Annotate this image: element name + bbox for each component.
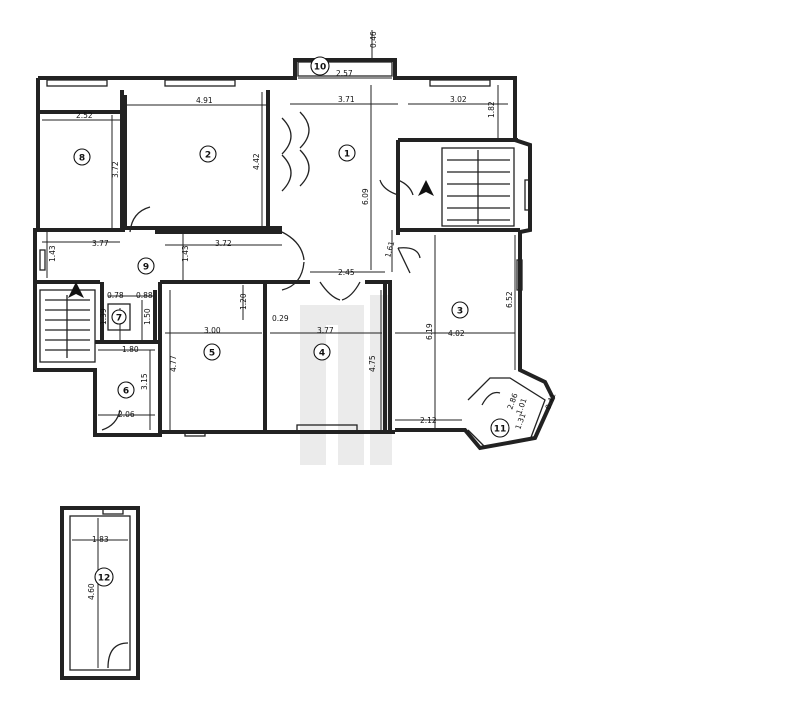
svg-text:11: 11 (494, 425, 507, 435)
watermark-logo (300, 295, 392, 465)
dim-label: 1.39 (99, 308, 108, 325)
dim-label: 1.43 (48, 245, 57, 262)
dim-label: 4.91 (196, 96, 213, 105)
room-5-label: 5 (203, 343, 221, 361)
north-arrow-icon (68, 180, 434, 298)
svg-text:8: 8 (79, 154, 85, 164)
dim-label: 4.77 (169, 355, 178, 372)
room-6-label: 6 (117, 381, 135, 399)
dim-label: 2.52 (76, 111, 93, 120)
room-7-label: 7 (111, 309, 127, 325)
dim-label: 0.88 (136, 291, 153, 300)
dim-label: 4.42 (252, 153, 261, 170)
room-4-label: 4 (313, 343, 331, 361)
door-swing-icon (101, 111, 501, 669)
svg-text:7: 7 (116, 314, 122, 324)
dim-label: 6.19 (425, 323, 434, 340)
dim-label: 3.15 (140, 373, 149, 390)
svg-text:12: 12 (98, 574, 111, 584)
room-3-label: 3 (451, 301, 469, 319)
room-12-label: 12 (94, 567, 114, 587)
dim-label: 1.43 (181, 245, 190, 262)
dim-label: 3.77 (92, 239, 109, 248)
dim-label: 3.77 (317, 326, 334, 335)
dim-label: 3.72 (215, 239, 232, 248)
svg-text:3: 3 (457, 307, 463, 317)
room-11-label: 11 (490, 418, 510, 438)
room-8-label: 8 (73, 148, 91, 166)
dim-label: 3.02 (450, 95, 467, 104)
dim-label: 0.78 (107, 291, 124, 300)
svg-text:4: 4 (319, 349, 325, 359)
dim-label: 0.29 (272, 314, 289, 323)
dim-label: 3.72 (111, 161, 120, 178)
dim-label: 6.52 (505, 291, 514, 308)
outer-walls (33, 58, 556, 451)
room-10-label: 10 (310, 56, 330, 76)
dim-label: 1.82 (487, 101, 496, 118)
dim-label: 1.61 (383, 240, 396, 259)
dim-label: 1.31 (513, 412, 527, 431)
room-9-label: 9 (137, 257, 155, 275)
dim-label: 0.41 (543, 392, 557, 411)
svg-text:9: 9 (143, 263, 149, 273)
room-labels: 1 2 3 4 5 6 7 8 9 10 11 12 (73, 56, 510, 587)
stair-icon (39, 147, 515, 363)
room-2-label: 2 (199, 145, 217, 163)
dim-label: 2.06 (118, 410, 135, 419)
svg-text:6: 6 (123, 387, 129, 397)
dim-label: 1.80 (122, 345, 139, 354)
svg-text:1: 1 (344, 150, 350, 160)
dim-label: 6.09 (361, 188, 370, 205)
dim-label: 1.50 (143, 308, 152, 325)
dim-label: 4.75 (368, 355, 377, 372)
room-1-label: 1 (338, 144, 356, 162)
dim-label: 2.45 (338, 268, 355, 277)
dim-label: 0.46 (369, 31, 378, 48)
dimension-lines (42, 30, 516, 668)
svg-text:2: 2 (205, 151, 211, 161)
dim-label: 3.00 (204, 326, 221, 335)
dim-label: 1.20 (239, 293, 248, 310)
dim-label: 3.71 (338, 95, 355, 104)
dim-label: 1.83 (92, 535, 109, 544)
windows (39, 79, 531, 515)
dim-label: 4.60 (87, 583, 96, 600)
dim-label: 2.12 (420, 416, 437, 425)
svg-text:10: 10 (314, 63, 327, 73)
dim-label: 4.02 (448, 329, 465, 338)
svg-text:5: 5 (209, 349, 215, 359)
interior-walls (35, 90, 546, 680)
dim-label: 2.57 (336, 69, 353, 78)
